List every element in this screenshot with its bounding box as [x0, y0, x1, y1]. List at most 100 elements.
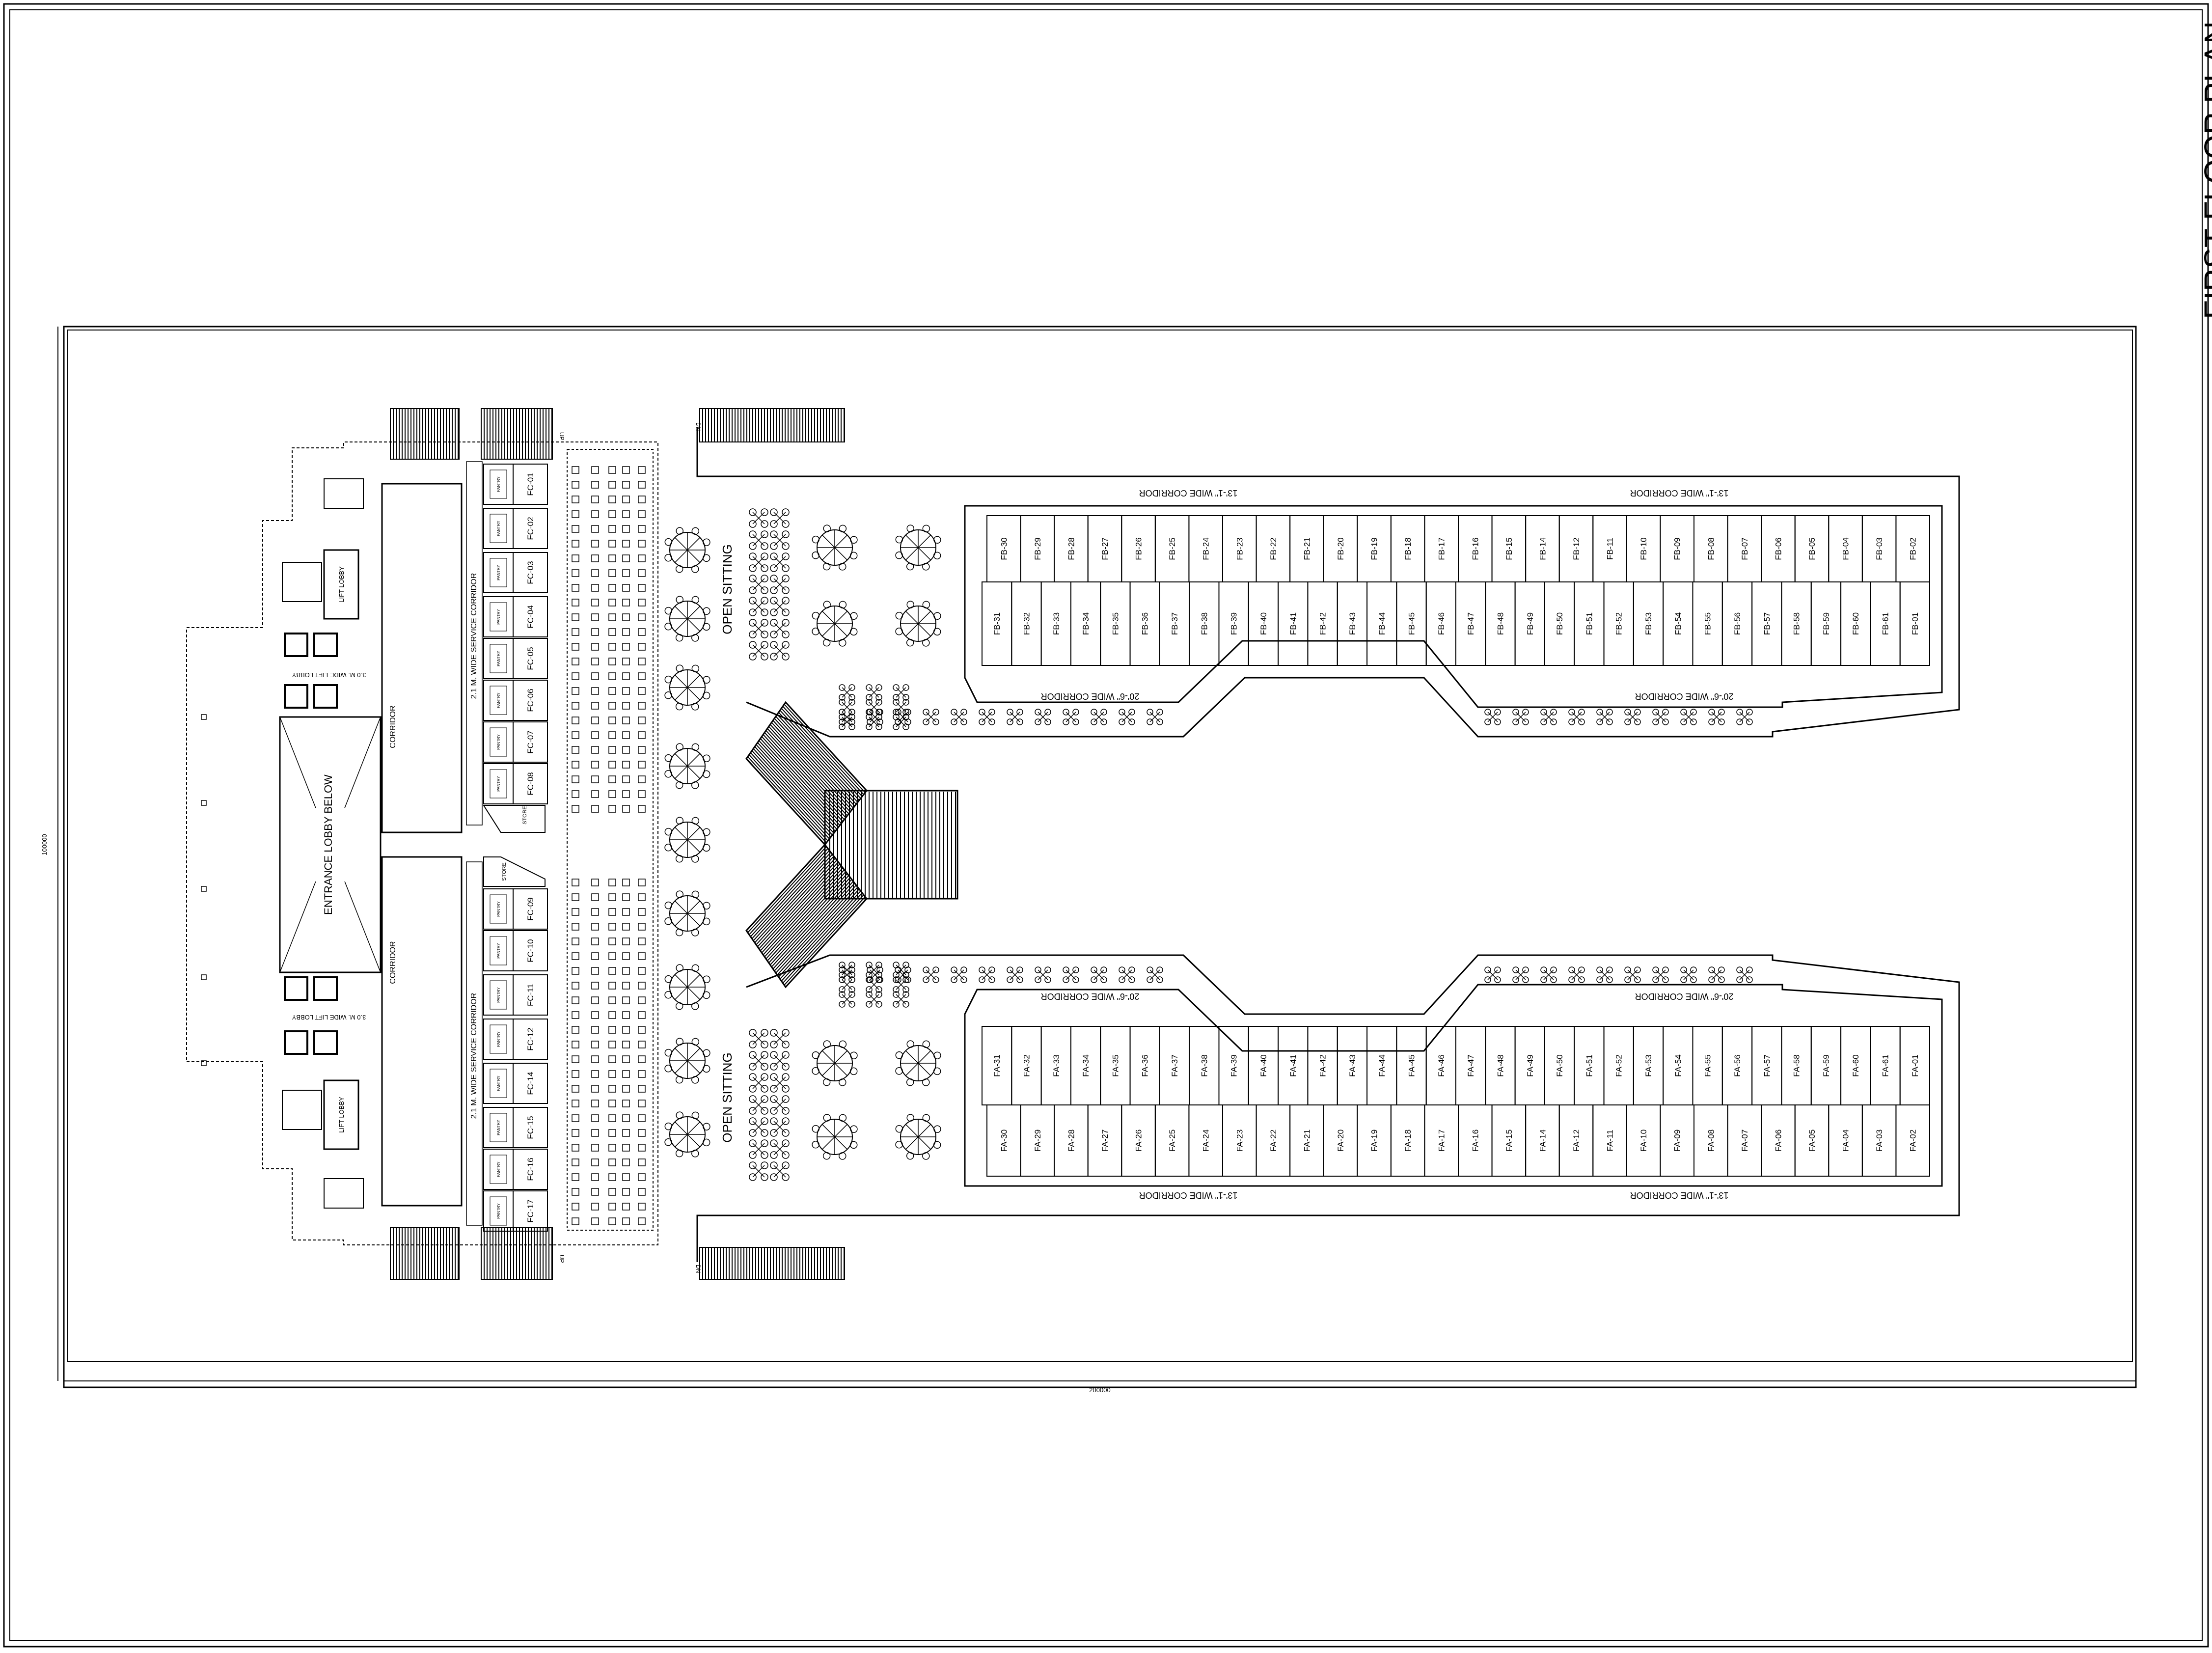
fa-shop-label: FA-54	[1673, 1054, 1683, 1076]
corridor-table-seat	[1680, 966, 1687, 973]
fa-shop-label: FA-53	[1644, 1054, 1653, 1076]
umbrella-chair	[849, 1067, 858, 1075]
table-seat	[770, 575, 778, 582]
table-seat	[782, 1029, 790, 1037]
table-leg	[773, 578, 786, 591]
fb-corridor-13-label-east: 13'-1" WIDE CORRIDOR	[1630, 488, 1729, 498]
entrance-lobby-void	[279, 716, 382, 973]
table-seat	[782, 1041, 790, 1048]
seating-chair	[608, 805, 616, 813]
corridor-table-seat	[1662, 718, 1669, 725]
corridor-table-leg	[1515, 712, 1526, 722]
table-seat	[782, 1095, 790, 1103]
seating-chair	[622, 967, 630, 975]
umbrella-rib	[687, 1048, 700, 1061]
table-seat	[749, 520, 757, 528]
fb-shop-label: FB-10	[1639, 537, 1648, 560]
stair-flight-tread	[746, 758, 825, 845]
umbrella-chair	[676, 817, 683, 825]
table-seat	[770, 1151, 778, 1159]
corridor-table-leg	[1487, 712, 1498, 722]
corridor-table-leg	[1093, 712, 1104, 722]
corridor-label-upper: CORRIDOR	[389, 705, 397, 748]
fb-shop-label: FB-06	[1774, 537, 1783, 560]
fc-pantry-box	[490, 1113, 507, 1142]
corridor-table-leg	[869, 964, 879, 975]
seating-chair	[622, 1114, 630, 1122]
table-seat	[761, 1073, 768, 1081]
table-seat	[770, 508, 778, 516]
umbrella-tables	[664, 524, 941, 1160]
corridor-table-seat	[866, 723, 873, 730]
fa-shop-label: FA-55	[1703, 1054, 1713, 1076]
seating-chair	[638, 805, 646, 813]
corridor-table-seat	[1746, 976, 1753, 983]
umbrella-rib	[675, 687, 688, 700]
corridor-table-seat	[1063, 718, 1069, 725]
fb-shop-label: FB-37	[1170, 612, 1179, 635]
umbrella-rib	[687, 766, 700, 779]
corridor-table-seat	[1494, 709, 1501, 716]
stair-flight-tread	[760, 738, 841, 826]
table-leg	[752, 1032, 765, 1045]
corridor-table-leg	[842, 712, 852, 722]
seating-chair	[572, 628, 579, 636]
stair-lower-2	[324, 1178, 364, 1209]
umbrella-chair	[895, 1141, 903, 1149]
stair-flight-tread	[750, 850, 830, 937]
corridor-table-seat	[951, 966, 957, 973]
corridor-table-seat	[1156, 709, 1163, 716]
umbrella-chair	[895, 1067, 903, 1075]
umbrella-chair	[675, 1075, 683, 1084]
table-seat	[749, 1161, 757, 1169]
corridor-table-seat	[893, 976, 900, 983]
corridor-table-seat	[1091, 718, 1097, 725]
stair-flight-tread	[758, 740, 839, 828]
table-leg	[752, 1099, 765, 1111]
table-seat	[770, 1117, 778, 1125]
seating-chair	[591, 525, 599, 533]
up-label-south: UP	[558, 1255, 565, 1263]
fb-shop-label: FB-12	[1572, 537, 1581, 560]
corridor-table-seat	[875, 991, 882, 998]
stair-upper-2	[324, 478, 364, 509]
table-seat	[770, 530, 778, 538]
fb-shop-unit	[1899, 581, 1930, 666]
fb-shop-label: FB-01	[1911, 612, 1920, 635]
fa-shop-label: FA-38	[1200, 1054, 1209, 1076]
fb-shop-label: FB-29	[1033, 537, 1042, 560]
umbrella-chair	[691, 596, 700, 604]
fb-shop-label: FB-58	[1792, 612, 1802, 635]
seating-chair	[572, 937, 579, 945]
umbrella-chair	[839, 639, 847, 647]
seating-chair	[622, 1158, 630, 1166]
corridor-table-leg	[842, 716, 852, 727]
seating-chair	[572, 481, 579, 489]
corridor-table-seat	[1147, 976, 1153, 983]
table-leg	[773, 600, 786, 613]
table-seat	[770, 1085, 778, 1093]
table-seat	[782, 542, 790, 550]
seating-chair	[572, 1070, 579, 1078]
fb-shop-label: FB-34	[1081, 612, 1091, 635]
corridor-table-seat	[876, 718, 883, 725]
corridor-table-leg	[1711, 712, 1722, 722]
umbrella-chair	[664, 827, 673, 836]
stair-flight-tread	[767, 873, 848, 962]
corridor-table-seat	[866, 971, 873, 978]
table-seat	[761, 1095, 768, 1103]
corridor-table-seat	[839, 962, 846, 968]
seating-chair	[638, 525, 646, 533]
seating-chair	[622, 775, 630, 783]
seating-chair	[608, 790, 616, 798]
umbrella-rib	[687, 987, 700, 1000]
corridor-table-seat	[848, 986, 855, 993]
seating-chair	[608, 746, 616, 754]
fc-shop-label: FC-08	[526, 772, 535, 795]
umbrella-chair	[664, 844, 672, 852]
corridor-table-seat	[848, 976, 855, 983]
fb-shop-label: FB-52	[1614, 612, 1624, 635]
corridor-table-leg	[1149, 969, 1160, 980]
umbrella-chair	[703, 754, 710, 762]
